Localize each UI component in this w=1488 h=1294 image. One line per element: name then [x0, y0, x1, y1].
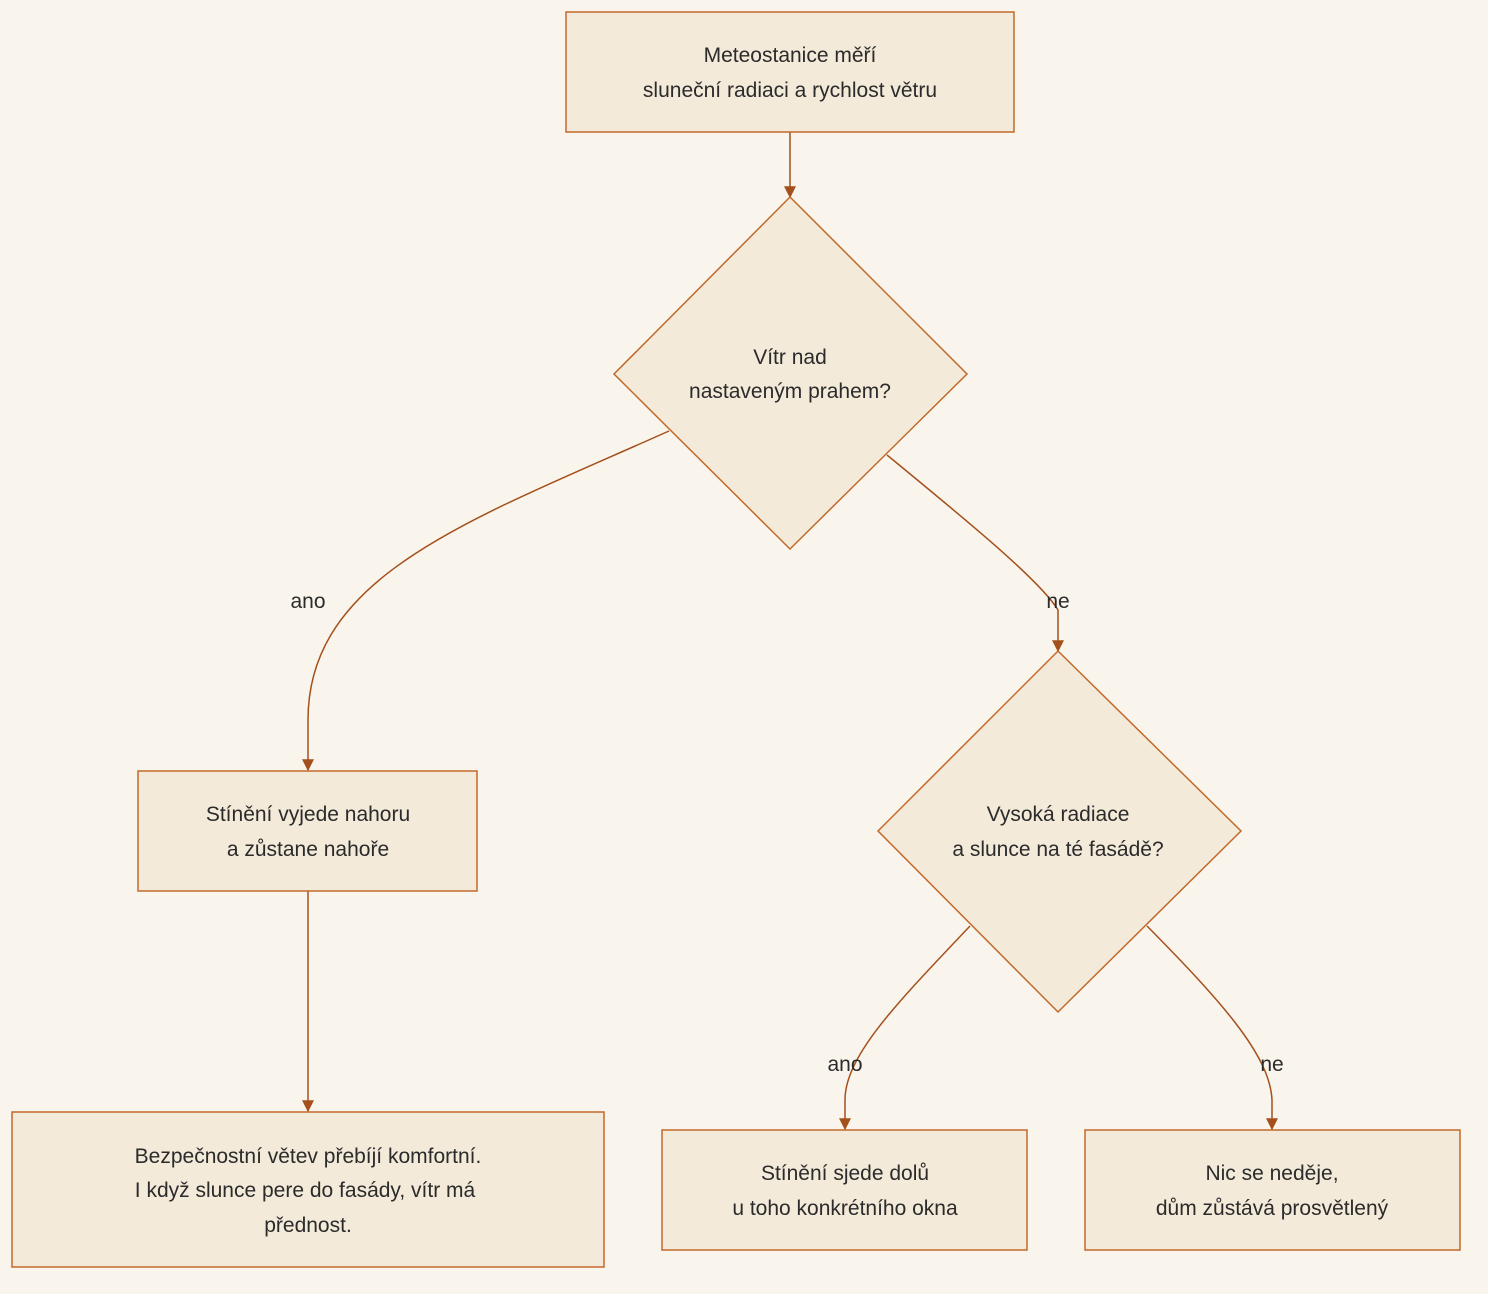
node-shade-down-line-2: u toho konkrétního okna: [732, 1197, 958, 1220]
label-wind-yes: ano: [290, 590, 325, 613]
node-wind-decision: Vítr nad nastaveným prahem?: [612, 195, 969, 551]
node-shade-up-line-1: Stínění vyjede nahoru: [206, 803, 410, 826]
node-shade-up: Stínění vyjede nahoru a zůstane nahoře: [137, 770, 478, 892]
node-safety-note: Bezpečnostní větev přebíjí komfortní. I …: [11, 1111, 605, 1268]
node-safety-note-line-2: I když slunce pere do fasády, vítr má: [135, 1179, 476, 1202]
node-shade-down: Stínění sjede dolů u toho konkrétního ok…: [661, 1129, 1028, 1251]
edge-wind-no: [886, 454, 1064, 653]
node-wind-decision-line-1: Vítr nad: [753, 346, 827, 369]
node-station: Meteostanice měří sluneční radiaci a ryc…: [565, 11, 1015, 133]
node-safety-note-line-1: Bezpečnostní větev přebíjí komfortní.: [135, 1145, 482, 1168]
node-nothing-line-2: dům zůstává prosvětlený: [1156, 1197, 1389, 1220]
node-radiation-decision-line-2: a slunce na té fasádě?: [952, 838, 1163, 861]
node-shade-up-line-2: a zůstane nahoře: [227, 838, 389, 861]
node-shade-down-line-1: Stínění sjede dolů: [761, 1162, 929, 1185]
edge-radiation-yes: [839, 925, 971, 1131]
label-radiation-yes: ano: [827, 1053, 862, 1076]
label-wind-no: ne: [1046, 590, 1069, 613]
label-radiation-no: ne: [1260, 1053, 1283, 1076]
node-wind-decision-line-2: nastaveným prahem?: [689, 380, 891, 403]
node-nothing-line-1: Nic se neděje,: [1205, 1162, 1338, 1185]
edge-wind-yes: [302, 430, 670, 772]
node-radiation-decision: Vysoká radiace a slunce na té fasádě?: [876, 649, 1243, 1014]
node-radiation-decision-line-1: Vysoká radiace: [987, 803, 1130, 826]
node-nothing: Nic se neděje, dům zůstává prosvětlený: [1084, 1129, 1461, 1251]
edge-radiation-no: [1146, 925, 1278, 1131]
node-station-line-1: Meteostanice měří: [704, 44, 877, 67]
node-safety-note-line-3: přednost.: [264, 1214, 352, 1237]
node-station-line-2: sluneční radiaci a rychlost větru: [643, 79, 937, 102]
